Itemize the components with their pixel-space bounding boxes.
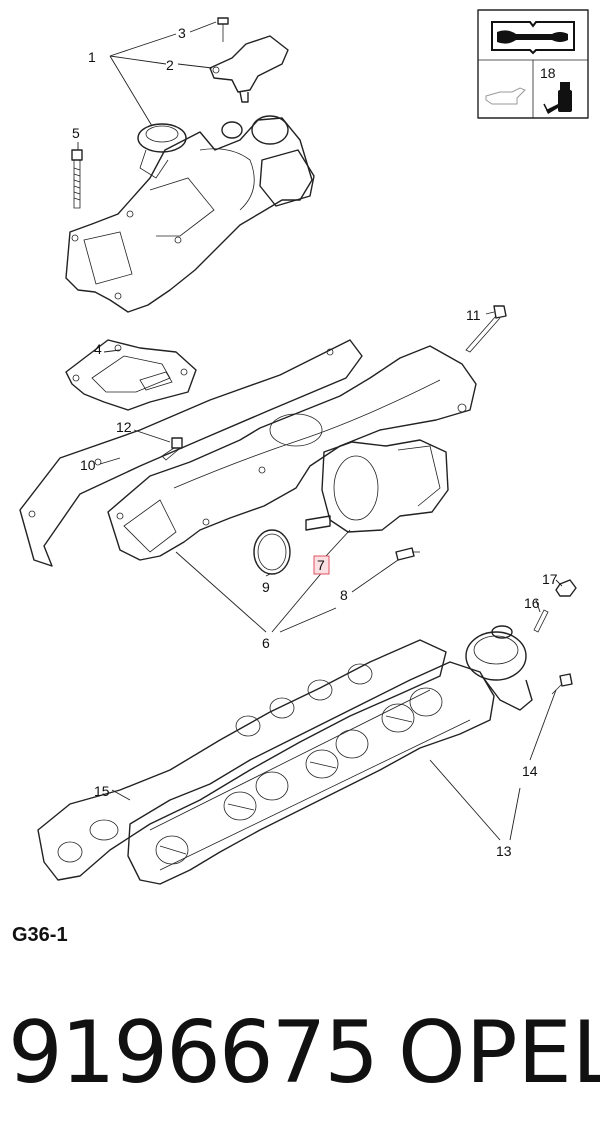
hand-pump-bottle-icon	[543, 82, 572, 114]
callout-3: 3	[178, 25, 186, 41]
callout-6: 6	[262, 635, 270, 651]
leader-lines	[77, 21, 563, 841]
callout-13: 13	[496, 843, 512, 859]
callouts: 1 2 3 4 5 6 7 8 9 10 11 12 13 14 15 16 1…	[72, 25, 558, 859]
diagram-reference-code: G36-1	[12, 924, 68, 946]
callout-7-highlight[interactable]: 7	[313, 555, 330, 575]
lower-manifold-assembly	[37, 579, 577, 885]
oil-can-icon	[485, 87, 526, 105]
callout-18: 18	[540, 65, 556, 81]
repair-manual-icon	[491, 21, 575, 55]
callout-12: 12	[116, 419, 132, 435]
brand-name: OPEL	[398, 1003, 600, 1103]
callout-2: 2	[166, 57, 174, 73]
callout-4: 4	[94, 341, 102, 357]
callout-9: 9	[262, 579, 270, 595]
callout-5: 5	[72, 125, 80, 141]
callout-16: 16	[524, 595, 540, 611]
callout-14: 14	[522, 763, 538, 779]
intake-manifold-assembly	[19, 305, 507, 575]
callout-1: 1	[88, 49, 96, 65]
callout-7: 7	[317, 557, 325, 573]
callout-15: 15	[94, 783, 110, 799]
intake-pipe-assembly	[65, 17, 315, 313]
callout-10: 10	[80, 457, 96, 473]
icon-panel: 18	[477, 9, 589, 119]
callout-11: 11	[466, 307, 481, 323]
callout-8: 8	[340, 587, 348, 603]
callout-17: 17	[542, 571, 558, 587]
part-number: 9196675	[8, 1003, 379, 1103]
